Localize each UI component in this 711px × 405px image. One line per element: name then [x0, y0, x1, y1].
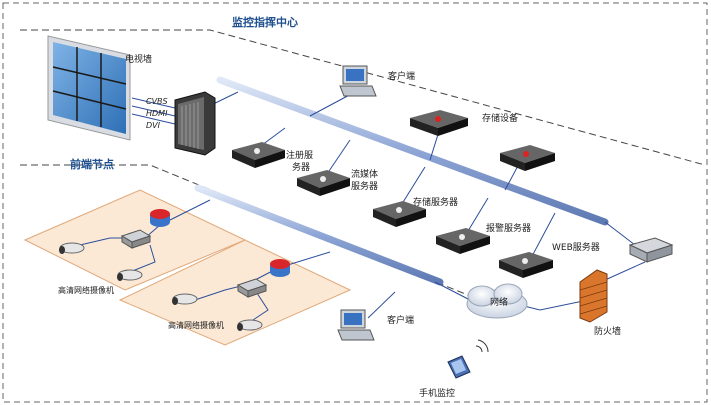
- switch-2-icon: [236, 278, 268, 298]
- client-top-label: 客户端: [388, 70, 415, 82]
- cvbs-label: CVBS: [146, 97, 168, 106]
- register-server-label-2: 务器: [292, 161, 310, 173]
- stream-media-server[interactable]: [297, 170, 350, 196]
- mobile-phone-icon[interactable]: [447, 355, 471, 379]
- client-top-pc[interactable]: [339, 65, 377, 97]
- web-server[interactable]: [499, 252, 553, 278]
- camera-2a-icon: [172, 293, 198, 305]
- network-cloud-icon: [466, 283, 528, 319]
- client-bottom-pc[interactable]: [337, 309, 375, 341]
- backbone-pipe-top: [216, 76, 609, 226]
- router-2-icon: [270, 259, 290, 277]
- storage-device-top[interactable]: [410, 110, 468, 136]
- front-area-2: [118, 239, 352, 346]
- firewall-label: 防火墙: [594, 325, 621, 337]
- network-label: 网络: [490, 296, 508, 308]
- tv-wall-label: 电视墙: [125, 53, 152, 65]
- stream-server-label-1: 流媒体: [351, 168, 378, 180]
- core-switch[interactable]: [628, 237, 674, 263]
- camera-1b-icon: [117, 269, 143, 281]
- center-zone-title: 监控指挥中心: [232, 15, 298, 29]
- alarm-server-label: 报警服务器: [486, 222, 531, 234]
- web-server-label: WEB服务器: [552, 241, 600, 253]
- hdmi-label: HDMI: [146, 109, 168, 118]
- storage-device-label: 存储设备: [482, 112, 518, 124]
- stream-server-label-2: 服务器: [351, 180, 378, 192]
- camera-group-1-label: 高清网络摄像机: [58, 285, 114, 295]
- backbone-pipe-bottom: [194, 184, 444, 286]
- storage-device-right[interactable]: [500, 145, 555, 171]
- mobile-label: 手机监控: [419, 387, 455, 399]
- firewall-icon: [579, 269, 608, 323]
- tv-wall: [47, 35, 131, 141]
- camera-1a-icon: [59, 242, 85, 254]
- storage-server[interactable]: [373, 201, 426, 227]
- front-zone-title: 前端节点: [70, 157, 114, 171]
- switch-1-icon: [120, 229, 152, 249]
- wireless-signal-icon: [475, 339, 489, 353]
- decoder-rack: [174, 91, 216, 156]
- client-bottom-label: 客户端: [387, 314, 414, 326]
- router-1-icon: [150, 209, 170, 227]
- register-server-label-1: 注册服: [286, 149, 313, 161]
- center-zone-boundary: [20, 29, 706, 166]
- register-server[interactable]: [232, 142, 285, 168]
- camera-group-2-label: 高清网络摄像机: [168, 320, 224, 330]
- dvi-label: DVI: [146, 121, 161, 130]
- storage-server-label: 存储服务器: [413, 196, 458, 208]
- alarm-server[interactable]: [436, 228, 490, 254]
- camera-2b-icon: [237, 319, 263, 331]
